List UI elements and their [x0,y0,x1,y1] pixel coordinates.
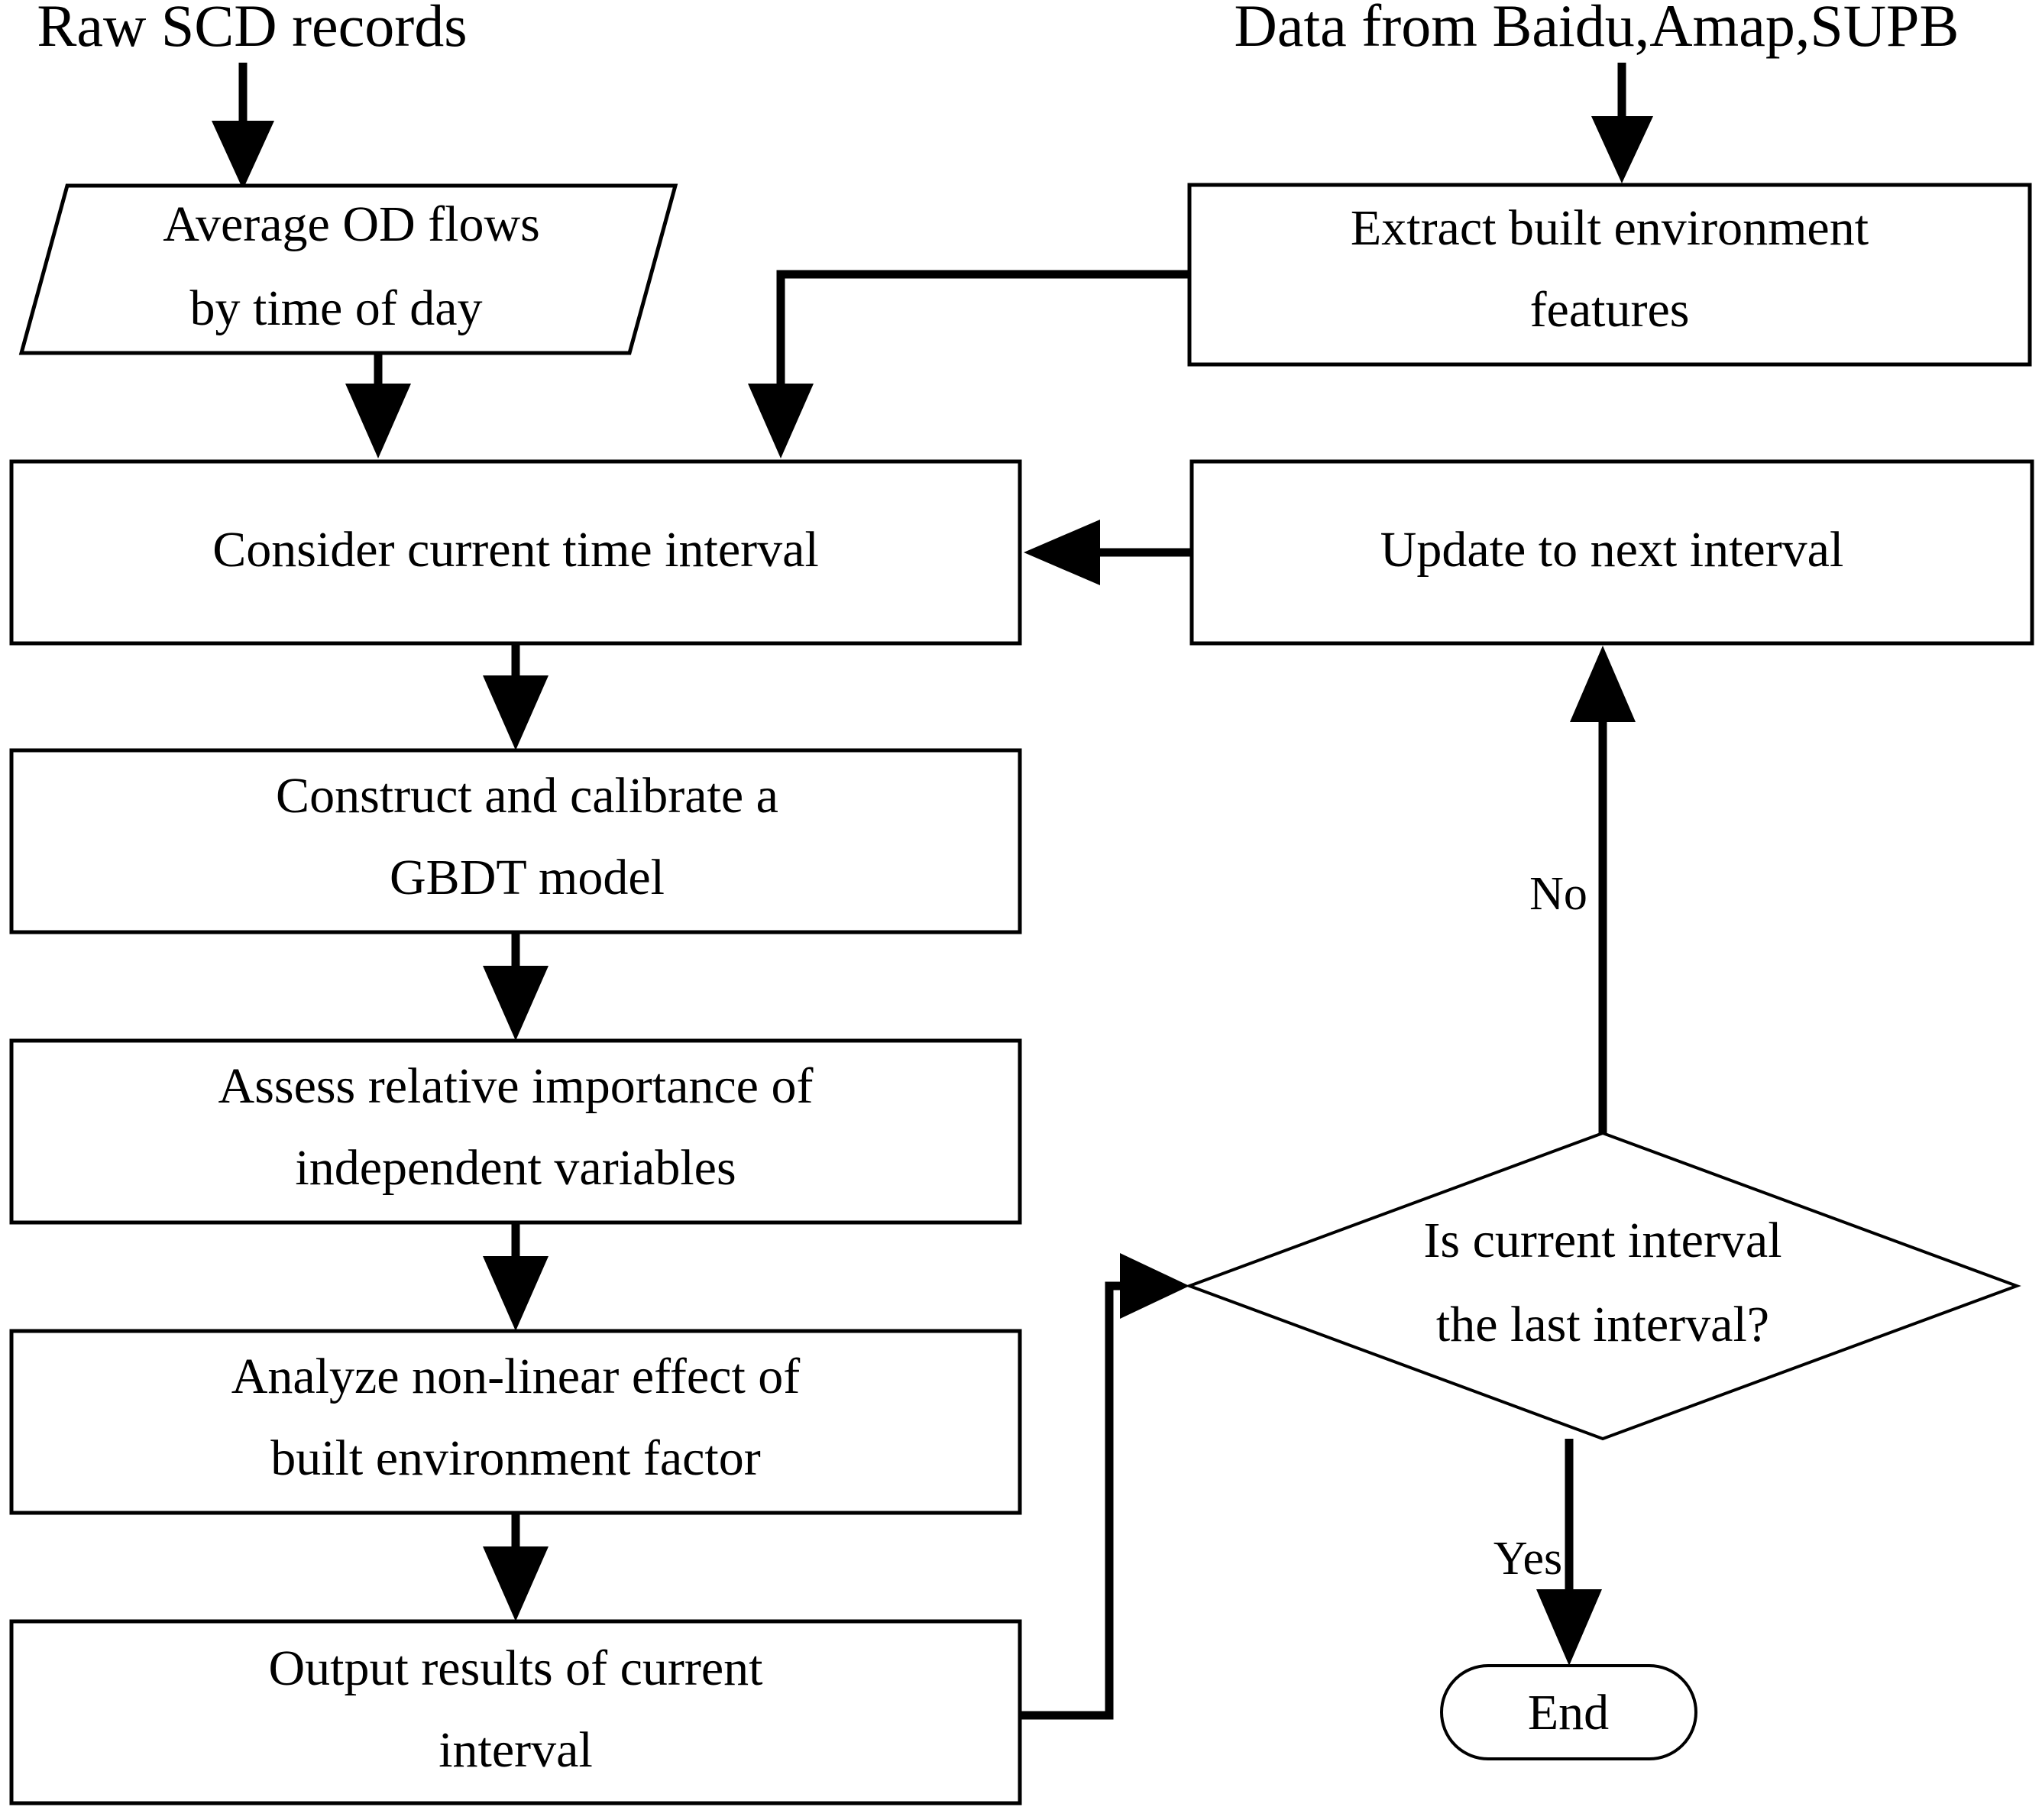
node-construct-gbdt-line-1: Construct and calibrate a [276,768,778,824]
node-update-next-interval-line-1: Update to next interval [1380,522,1844,578]
arrow-assess-to-analyze [483,1223,549,1331]
arrow-update-to-consider [1024,520,1192,585]
arrow-data-sources-to-extract [1591,63,1653,183]
node-end-label: End [1528,1685,1609,1741]
node-average-od-flows-line-1: Average OD flows [163,196,540,252]
node-analyze-nonlinear[interactable]: Analyze non-linear effect of built envir… [9,1329,1022,1515]
node-construct-gbdt-line-2: GBDT model [390,850,665,905]
node-is-last-interval-line-1: Is current interval [1423,1213,1781,1268]
arrow-extract-to-consider [748,270,1189,458]
node-assess-importance-line-2: independent variables [295,1140,736,1196]
edge-label-no: No [1529,868,1587,920]
node-extract-built-environment-line-2: features [1530,282,1690,338]
node-average-od-flows-line-2: by time of day [189,280,482,336]
node-output-results-line-2: interval [438,1722,593,1778]
arrow-raw-scd-to-average-od [212,63,274,189]
arrow-decision-yes-to-end [1536,1439,1602,1666]
arrow-analyze-to-output [483,1513,549,1621]
node-update-next-interval[interactable]: Update to next interval [1189,459,2034,646]
node-extract-built-environment-line-1: Extract built environment [1351,200,1869,256]
node-average-od-flows[interactable]: Average OD flows by time of day [18,183,678,355]
arrow-construct-to-assess [483,932,549,1041]
arrow-output-to-decision [1020,1253,1189,1720]
node-construct-gbdt[interactable]: Construct and calibrate a GBDT model [9,748,1022,934]
node-output-results-line-1: Output results of current [268,1640,762,1696]
node-extract-built-environment[interactable]: Extract built environment features [1187,183,2032,367]
node-analyze-nonlinear-line-2: built environment factor [270,1430,760,1486]
input-label-data-sources: Data from Baidu,Amap,SUPB [1235,0,1959,59]
arrow-consider-to-construct [483,643,549,750]
node-is-last-interval[interactable]: Is current interval the last interval? [1185,1131,2021,1441]
arrow-average-od-to-consider [345,353,411,458]
node-analyze-nonlinear-line-1: Analyze non-linear effect of [231,1349,801,1404]
input-label-raw-scd: Raw SCD records [37,0,467,59]
node-consider-current-interval[interactable]: Consider current time interval [9,459,1022,646]
node-is-last-interval-line-2: the last interval? [1436,1297,1769,1352]
node-consider-current-interval-line-1: Consider current time interval [212,522,819,578]
node-assess-importance-line-1: Assess relative importance of [218,1058,814,1114]
arrow-decision-no-to-update [1570,646,1636,1133]
node-assess-importance[interactable]: Assess relative importance of independen… [9,1038,1022,1225]
node-end[interactable]: End [1440,1664,1697,1760]
edge-label-yes: Yes [1493,1533,1562,1585]
node-output-results[interactable]: Output results of current interval [9,1619,1022,1805]
